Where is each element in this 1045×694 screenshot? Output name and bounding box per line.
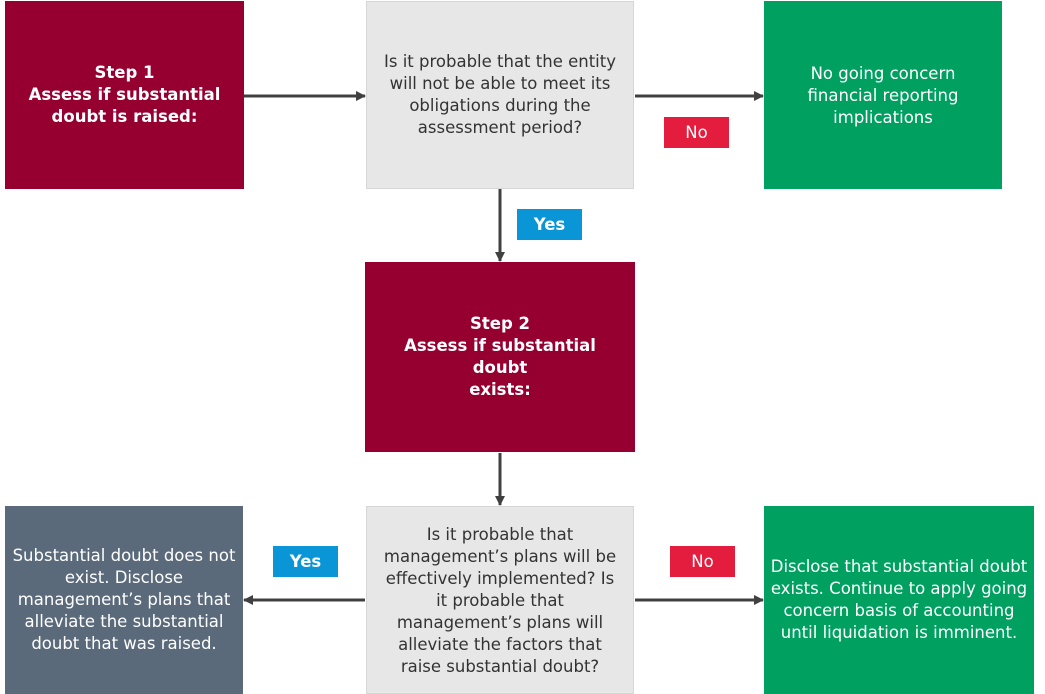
step2-title: Step 2 — [470, 314, 530, 333]
step2-text: Assess if substantial doubt exists: — [404, 336, 596, 399]
step2-box: Step 2 Assess if substantial doubt exist… — [365, 262, 635, 452]
question2-text: Is it probable that management’s plans w… — [383, 525, 617, 676]
no-concern-outcome-box: No going concern financial reporting imp… — [764, 1, 1002, 189]
question2-box: Is it probable that management’s plans w… — [366, 506, 634, 694]
exists-outcome-text: Disclose that substantial doubt exists. … — [770, 557, 1028, 642]
yes-tag-question2: Yes — [273, 546, 338, 577]
yes-tag-question1: Yes — [517, 209, 582, 240]
question1-box: Is it probable that the entity will not … — [366, 1, 634, 189]
not-exist-outcome-box: Substantial doubt does not exist. Disclo… — [5, 506, 243, 694]
no-concern-outcome-text: No going concern financial reporting imp… — [807, 64, 959, 127]
not-exist-outcome-text: Substantial doubt does not exist. Disclo… — [12, 546, 236, 653]
question1-text: Is it probable that the entity will not … — [383, 52, 616, 137]
step2-content: Step 2 Assess if substantial doubt exist… — [377, 313, 623, 401]
exists-outcome-box: Disclose that substantial doubt exists. … — [764, 506, 1034, 694]
step1-content: Step 1 Assess if substantial doubt is ra… — [29, 62, 221, 128]
no-tag-question2: No — [670, 546, 735, 577]
no-tag-question1: No — [664, 117, 729, 148]
step1-text: Assess if substantial doubt is raised: — [28, 85, 221, 126]
step1-title: Step 1 — [94, 63, 155, 82]
step1-box: Step 1 Assess if substantial doubt is ra… — [5, 1, 244, 189]
